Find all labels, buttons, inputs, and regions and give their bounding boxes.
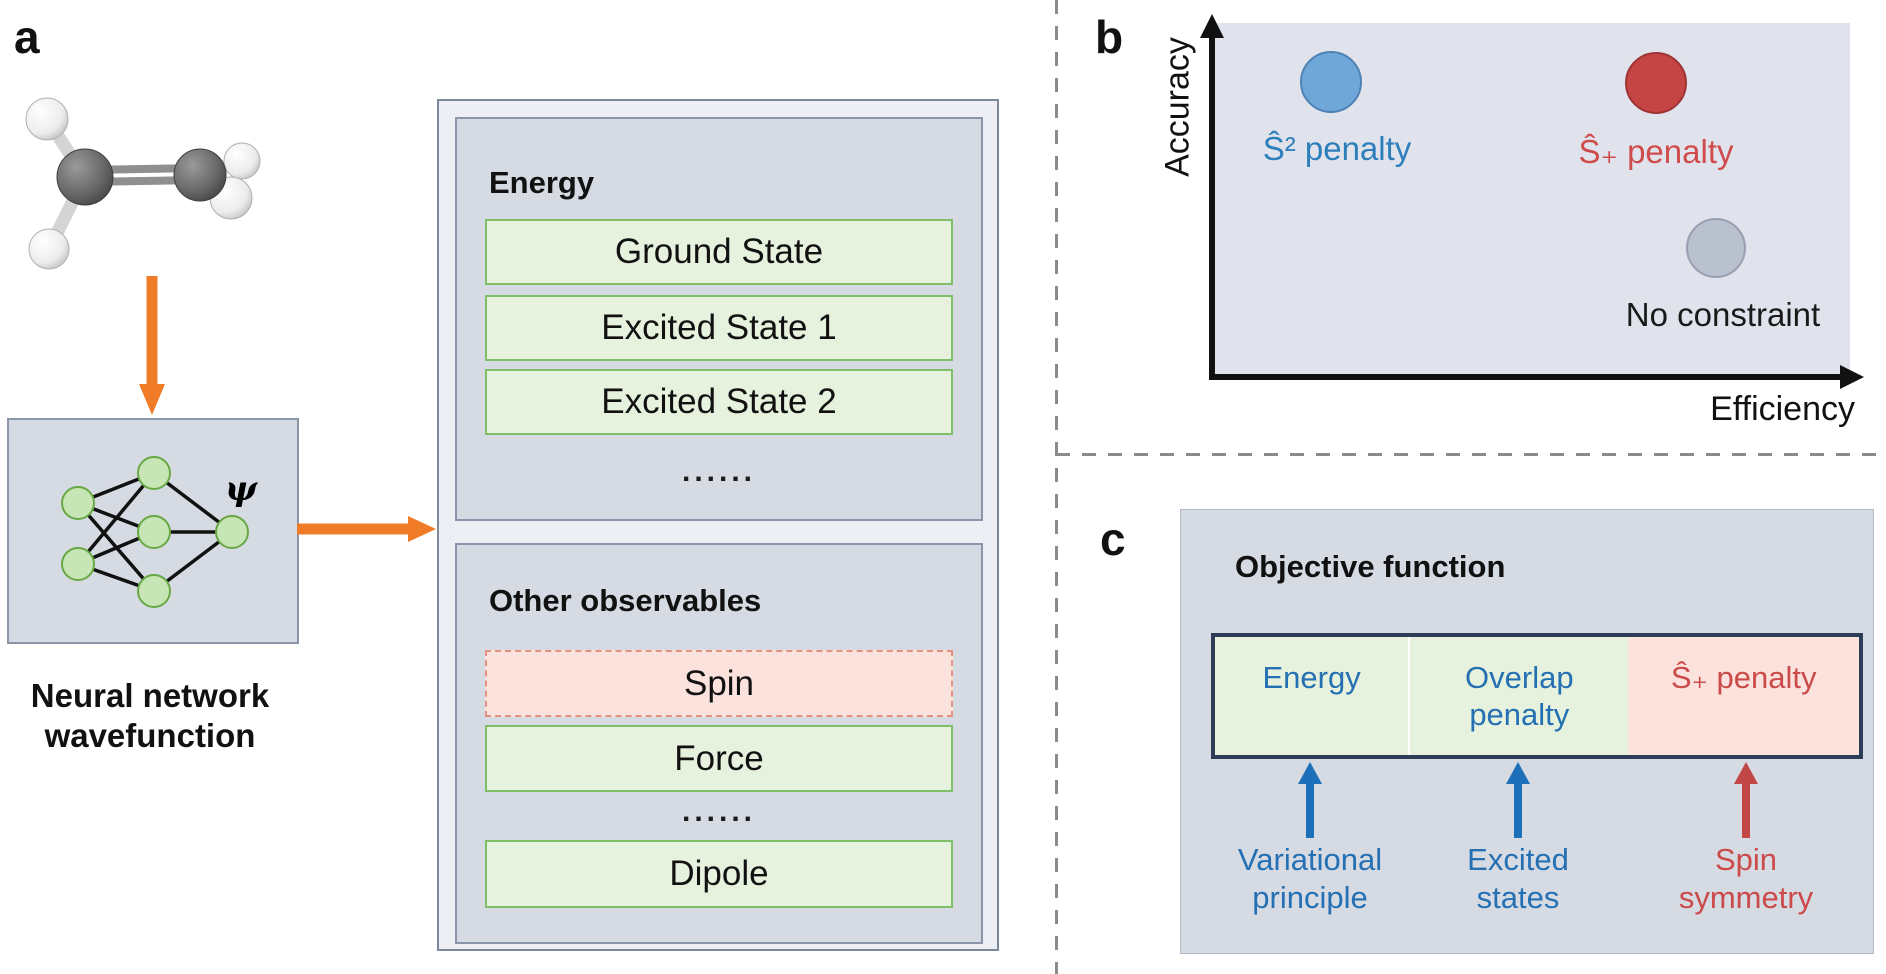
hydrogen-atom [25, 97, 69, 141]
objective-function-bar: Energy Overlap penalty Ŝ₊ penalty [1211, 633, 1863, 759]
energy-row-excited-state-1: Excited State 1 [485, 295, 953, 361]
panel-b-label: b [1095, 11, 1124, 63]
bar-cell-overlap-line2: penalty [1469, 697, 1570, 732]
right-arrow-icon [297, 516, 436, 542]
y-axis-arrowhead-icon [1200, 14, 1224, 38]
nn-caption: Neural network wavefunction [0, 676, 300, 756]
panel-a-label: a [14, 11, 40, 63]
observable-row-spin: Spin [485, 650, 953, 717]
down-arrow-icon [139, 276, 165, 415]
nn-caption-line2: wavefunction [44, 717, 256, 754]
psi-symbol: ψ [225, 469, 258, 509]
y-axis-label: Accuracy [1158, 37, 1197, 177]
bar-cell-s-plus-penalty: Ŝ₊ penalty [1628, 637, 1859, 755]
energy-ellipsis: ...... [681, 455, 756, 488]
spin-line1: Spin [1714, 842, 1778, 877]
bar-cell-energy-text: Energy [1262, 660, 1361, 695]
excited-line2: states [1476, 880, 1560, 915]
horizontal-dashed-divider [1056, 453, 1886, 456]
observable-row-dipole: Dipole [485, 840, 953, 908]
plot-axes [1200, 14, 1864, 389]
energy-row-ground-state: Ground State [485, 219, 953, 285]
energy-panel: Energy Ground State Excited State 1 Exci… [455, 117, 983, 521]
variational-line2: principle [1252, 880, 1368, 915]
annotation-arrows [1298, 762, 1758, 838]
s2-penalty-dot [1300, 51, 1362, 113]
x-axis-label: Efficiency [1710, 390, 1855, 428]
bar-cell-s-plus-text: Ŝ₊ penalty [1670, 660, 1817, 695]
observables-ellipsis: ...... [681, 795, 756, 828]
neural-network-box: ψ [7, 418, 299, 644]
excited-line1: Excited [1467, 842, 1569, 877]
spin-symmetry-arrow-icon [1734, 762, 1758, 838]
bar-cell-overlap-penalty: Overlap penalty [1408, 637, 1629, 755]
neural-network-diagram: ψ [61, 456, 258, 608]
energy-row-excited-state-2: Excited State 2 [485, 369, 953, 435]
hydrogen-atom [223, 142, 261, 180]
spin-symmetry-label: Spin symmetry [1636, 841, 1856, 917]
observable-row-force: Force [485, 725, 953, 792]
variational-line1: Variational [1237, 842, 1383, 877]
spin-line2: symmetry [1678, 880, 1814, 915]
vertical-dashed-divider [1055, 0, 1058, 974]
carbon-atom [56, 148, 114, 206]
other-observables-panel: Other observables Spin Force ...... Dipo… [455, 543, 983, 944]
hydrogen-atom [28, 228, 70, 270]
bar-cell-overlap-line1: Overlap [1465, 660, 1574, 695]
s-plus-penalty-dot [1625, 52, 1687, 114]
variational-arrow-icon [1298, 762, 1322, 838]
nn-nodes [61, 456, 249, 608]
panel-c-label: c [1100, 513, 1126, 565]
variational-principle-label: Variational principle [1200, 841, 1420, 917]
x-axis-arrowhead-icon [1840, 365, 1864, 389]
ethylene-molecule-icon [25, 97, 261, 270]
nn-caption-line1: Neural network [30, 677, 270, 714]
excited-states-label: Excited states [1408, 841, 1628, 917]
carbon-atom [173, 148, 227, 202]
s-plus-penalty-label: Ŝ₊ penalty [1578, 133, 1734, 170]
bar-cell-energy: Energy [1215, 637, 1409, 755]
no-constraint-label: No constraint [1625, 296, 1821, 333]
s2-penalty-label: Ŝ² penalty [1262, 130, 1412, 167]
energy-title: Energy [489, 165, 595, 200]
excited-states-arrow-icon [1506, 762, 1530, 838]
no-constraint-dot [1686, 218, 1746, 278]
objective-function-title: Objective function [1235, 549, 1506, 584]
other-observables-title: Other observables [489, 583, 762, 618]
